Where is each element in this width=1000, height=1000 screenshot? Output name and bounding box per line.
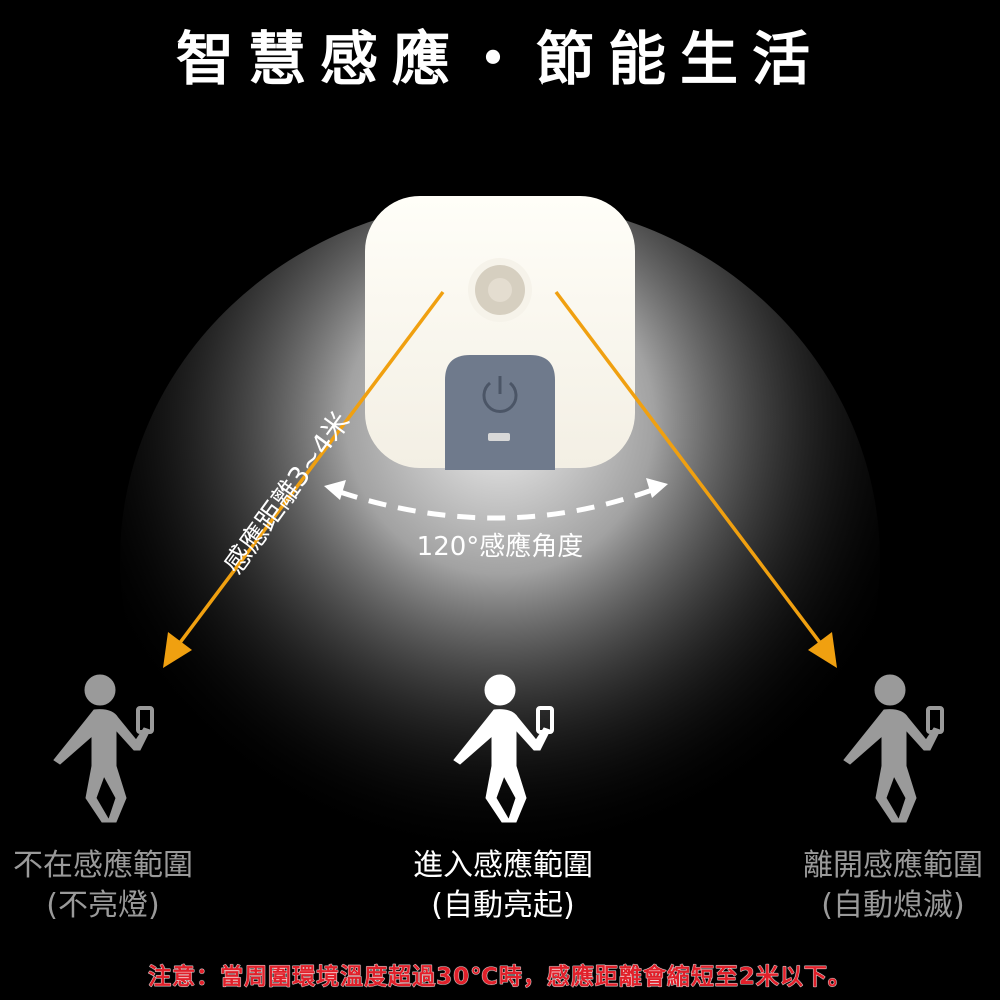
state-entering: 進入感應範圍 (自動亮起) bbox=[383, 846, 623, 926]
state-desc: (自動亮起) bbox=[431, 888, 575, 923]
state-desc: (不亮燈) bbox=[46, 888, 160, 923]
power-icon bbox=[482, 376, 518, 413]
person-outside-icon bbox=[52, 673, 154, 824]
page-title: 智慧感應・節能生活 bbox=[175, 25, 824, 93]
state-title: 進入感應範圍 bbox=[413, 848, 593, 883]
right-arrow-icon bbox=[808, 632, 837, 668]
state-desc: (自動熄滅) bbox=[821, 888, 965, 923]
person-leaving-icon bbox=[842, 673, 944, 824]
state-title: 不在感應範圍 bbox=[13, 848, 193, 883]
angle-label: 120°感應角度 bbox=[416, 532, 584, 562]
left-range-line bbox=[174, 290, 445, 650]
light-glow bbox=[120, 200, 880, 920]
indicator-led bbox=[488, 433, 510, 441]
state-title: 離開感應範圍 bbox=[803, 848, 983, 883]
angle-arc bbox=[324, 478, 668, 521]
state-outside: 不在感應範圍 (不亮燈) bbox=[0, 846, 223, 926]
left-arrow-icon bbox=[163, 632, 192, 668]
state-leaving: 離開感應範圍 (自動熄滅) bbox=[773, 846, 1000, 926]
temperature-notice: 注意：當周圍環境溫度超過30℃時，感應距離會縮短至2米以下。 bbox=[148, 964, 852, 991]
night-light-device bbox=[365, 196, 635, 470]
right-range-line bbox=[554, 290, 826, 650]
